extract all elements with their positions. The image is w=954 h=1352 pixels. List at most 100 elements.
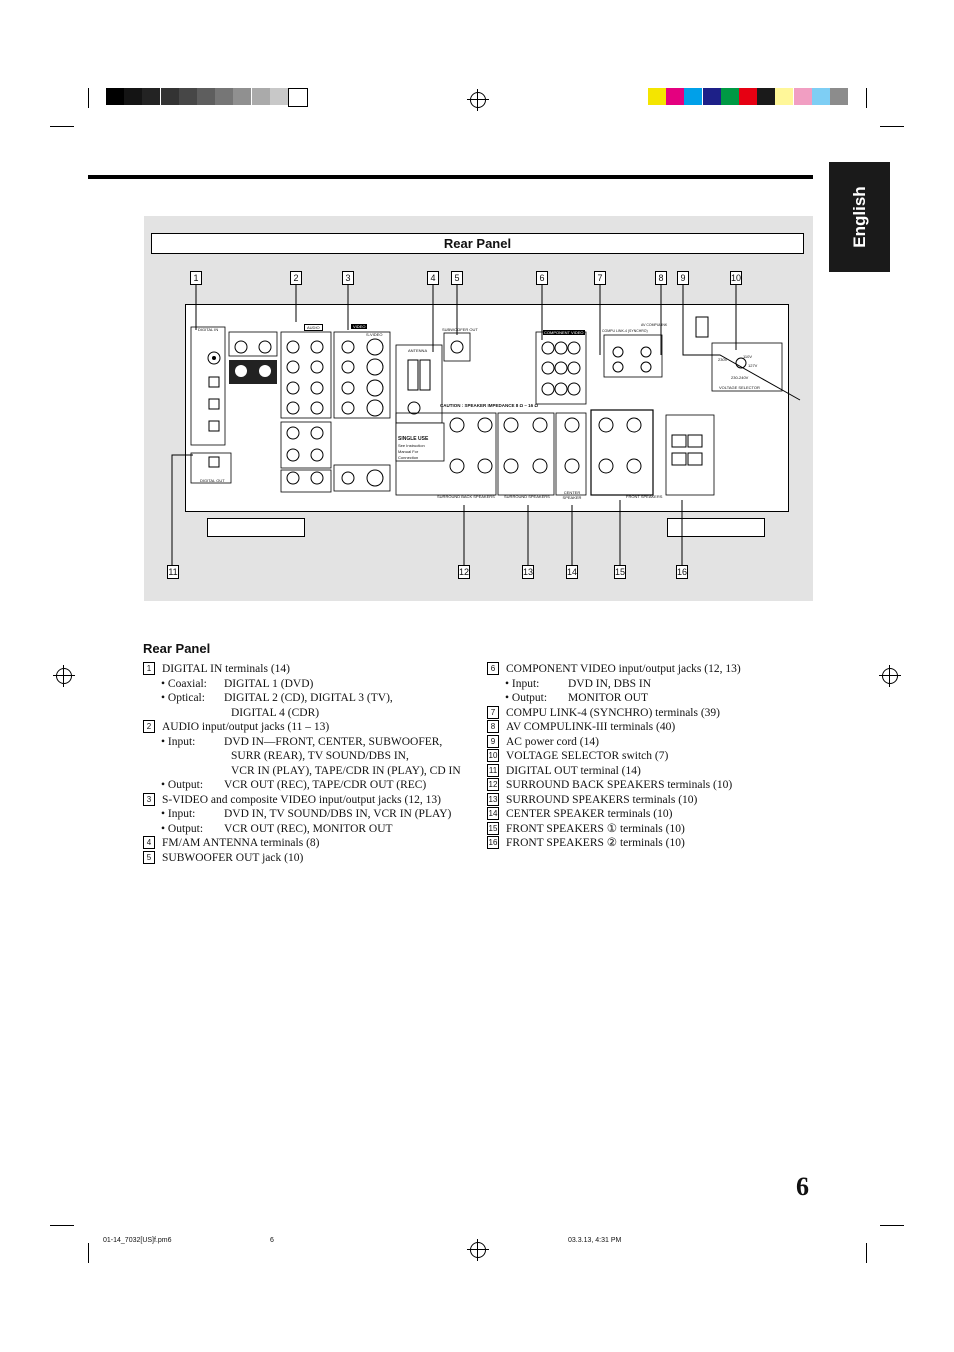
label-subwoofer-out: SUBWOOFER OUT (442, 327, 478, 332)
label-av-compulink: AV COMPULINK (641, 323, 668, 327)
item-bullet: • Input: (161, 808, 196, 820)
label-caution: CAUTION : SPEAKER IMPEDANCE 8 Ω – 16 Ω (440, 403, 538, 408)
label-voltage-127: 127V (748, 363, 758, 368)
item-text: COMPU LINK-4 (SYNCHRO) terminals (39) (506, 706, 721, 719)
header-rule (88, 175, 813, 179)
registration-crosshair-icon (53, 665, 75, 687)
callout-10: 10 (730, 271, 742, 285)
description-item: • Output:VCR OUT (REC), MONITOR OUT (143, 822, 473, 837)
callout-6: 6 (536, 271, 548, 285)
item-bullet: • Input: (161, 735, 196, 748)
description-item: SURR (REAR), TV SOUND/DBS IN, (143, 749, 473, 764)
color-swatch (830, 88, 848, 105)
color-swatch (233, 88, 252, 105)
item-bullet: • Output: (161, 779, 204, 791)
description-item: 12 SURROUND BACK SPEAKERS terminals (10) (487, 778, 817, 793)
panel-foot-left (207, 518, 305, 537)
callout-3: 3 (342, 271, 354, 285)
item-text: AUDIO input/output jacks (11 – 13) (162, 721, 330, 733)
callout-4: 4 (427, 271, 439, 285)
callout-1: 1 (190, 271, 202, 285)
callout-5: 5 (451, 271, 463, 285)
description-item: • Coaxial:DIGITAL 1 (DVD) (143, 677, 473, 692)
item-number: 11 (487, 763, 499, 777)
page-number: 6 (796, 1172, 809, 1201)
color-swatch (684, 88, 703, 105)
callout-leader-lines (171, 285, 801, 565)
description-list-left: 1 DIGITAL IN terminals (14) • Coaxial:DIGI… (143, 662, 473, 865)
label-s-video: S-VIDEO (366, 332, 383, 337)
label-surround: SURROUND SPEAKERS (504, 494, 550, 499)
description-item: • Optical: DIGITAL 2 (CD), DIGITAL 3 (TV)… (143, 691, 473, 706)
registration-crosshair-icon (467, 1239, 489, 1261)
item-text: DIGITAL OUT terminal (14) (506, 764, 641, 777)
item-number: 5 (143, 850, 155, 864)
item-number: 1 (143, 662, 155, 675)
item-text: S-VIDEO and composite VIDEO input/output… (162, 793, 441, 806)
item-text: DIGITAL 1 (DVD) (224, 677, 314, 690)
color-swatch (215, 88, 234, 105)
item-text: DVD IN, TV SOUND/DBS IN, VCR IN (PLAY) (224, 808, 452, 820)
item-text: VOLTAGE SELECTOR switch (7) (506, 750, 669, 762)
color-swatch (160, 88, 179, 105)
item-number: 8 (487, 720, 499, 733)
item-text: COMPONENT VIDEO input/output jacks (12, … (506, 663, 741, 675)
color-swatch (178, 88, 197, 105)
item-text: DIGITAL 2 (CD), DIGITAL 3 (TV), (224, 692, 393, 704)
crop-mark (50, 1225, 74, 1226)
item-number: 7 (487, 705, 499, 719)
item-text: SURR (REAR), TV SOUND/DBS IN, (231, 750, 409, 762)
item-number: 9 (487, 734, 499, 748)
callout-8: 8 (655, 271, 667, 285)
callout-11: 11 (167, 565, 179, 579)
item-bullet: • Optical: (161, 692, 205, 704)
color-swatch (106, 88, 124, 105)
rear-panel-drawing (190, 316, 783, 496)
crop-mark (88, 88, 89, 108)
item-text: DVD IN—FRONT, CENTER, SUBWOOFER, (224, 735, 443, 748)
color-swatch (648, 88, 666, 105)
color-swatch (702, 88, 721, 105)
item-text: MONITOR OUT (568, 692, 648, 704)
crop-mark (50, 126, 74, 127)
color-swatch (720, 88, 739, 105)
color-swatch (793, 88, 812, 105)
figure-title: Rear Panel (151, 233, 804, 254)
callout-15: 15 (614, 565, 626, 579)
item-text: DIGITAL IN terminals (14) (162, 663, 290, 675)
item-number: 12 (487, 778, 499, 791)
item-text: DIGITAL 4 (CDR) (231, 706, 320, 719)
callout-14: 14 (566, 565, 578, 579)
label-antenna: ANTENNA (408, 348, 428, 353)
label-video: VIDEO (351, 324, 368, 329)
color-swatch (269, 88, 288, 105)
callout-9: 9 (677, 271, 689, 285)
description-item: 11 DIGITAL OUT terminal (14) (487, 763, 817, 779)
footer-timestamp: 03.3.13, 4:31 PM (568, 1237, 622, 1244)
callout-2: 2 (290, 271, 302, 285)
item-text: SURROUND BACK SPEAKERS terminals (10) (506, 779, 733, 791)
item-number: 16 (487, 836, 499, 849)
item-text: VCR IN (PLAY), TAPE/CDR IN (PLAY), CD IN (231, 764, 461, 777)
label-single-use: SINGLE USE (398, 436, 429, 442)
label-audio: AUDIO (304, 324, 323, 331)
color-swatch (666, 88, 685, 105)
description-item: • Input:DVD IN, DBS IN (487, 677, 817, 692)
color-swatch (811, 88, 830, 105)
footer-page: 6 (270, 1237, 274, 1244)
description-item: • Output:VCR OUT (REC), TAPE/CDR OUT (RE… (143, 778, 473, 793)
footer-filename: 01-14_7032[US]f.pm6 (103, 1237, 172, 1244)
label-voltage-230: 230V (718, 357, 728, 362)
registration-crosshair-icon (467, 89, 489, 111)
crop-mark (866, 1243, 867, 1263)
item-number: 10 (487, 749, 499, 762)
color-swatch (142, 88, 161, 105)
